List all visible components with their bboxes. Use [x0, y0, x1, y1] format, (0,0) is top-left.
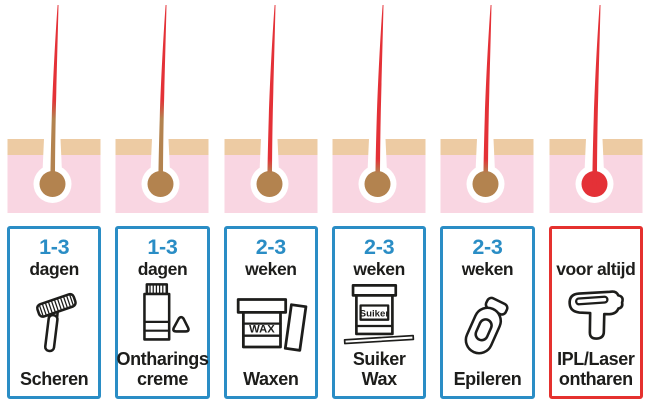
sugar-wax-jar-icon: Suiker — [342, 280, 416, 350]
hair-follicle-illustration-waxen — [224, 5, 318, 213]
label-line: Scheren — [20, 368, 89, 389]
duration-unit: weken — [461, 259, 514, 279]
label-line: Waxen — [243, 368, 299, 389]
method-box-ontharingscreme: 1-3 dagen Ontharings creme — [115, 226, 210, 399]
column-waxen: 2-3 weken WAX Waxen — [217, 0, 325, 407]
label-line: creme — [136, 368, 189, 389]
method-label-ipl-laser: IPL/Laser ontharen — [557, 349, 635, 389]
method-box-suikerwax: 2-3 weken Suiker Suiker Wax — [331, 226, 427, 399]
hair-follicle-illustration-epileren — [440, 5, 534, 213]
hair-follicle-illustration-scheren — [7, 5, 101, 213]
duration-value: 1-3 — [39, 235, 70, 259]
duration-unit: dagen — [137, 259, 188, 279]
column-suikerwax: 2-3 weken Suiker Suiker Wax — [325, 0, 433, 407]
hair-shaft — [266, 5, 276, 186]
method-label-ontharingscreme: Ontharings creme — [116, 349, 209, 389]
column-epileren: 2-3 weken Epileren — [433, 0, 541, 407]
label-line: Wax — [361, 368, 398, 389]
hair-shaft — [158, 5, 167, 186]
method-label-scheren: Scheren — [20, 368, 89, 390]
duration-unit: dagen — [29, 259, 79, 279]
duration-value: 2-3 — [472, 235, 503, 259]
method-box-epileren: 2-3 weken Epileren — [440, 226, 535, 399]
label-line: ontharen — [558, 368, 633, 389]
method-box-waxen: 2-3 weken WAX Waxen — [223, 226, 318, 399]
method-box-scheren: 1-3 dagen Scheren — [7, 226, 102, 399]
hair-shaft — [483, 5, 492, 186]
method-label-epileren: Epileren — [453, 368, 522, 390]
method-label-suikerwax: Suiker Wax — [352, 349, 406, 389]
duration-unit: weken — [245, 259, 297, 279]
duration-value: 1-3 — [147, 235, 178, 259]
hair-shaft — [375, 5, 384, 186]
label-line: IPL/Laser — [557, 349, 635, 369]
duration-unit: weken — [353, 259, 405, 279]
column-ipl-laser: voor altijd IPL/Laser ontharen — [542, 0, 650, 407]
hair-follicle-illustration-creme — [115, 5, 209, 213]
column-ontharingscreme: 1-3 dagen Ontharings creme — [108, 0, 216, 407]
hair-follicle-illustration-suikerwax — [332, 5, 426, 213]
cream-tube-icon — [130, 280, 194, 350]
hair-shaft — [50, 5, 59, 186]
label-line: Ontharings — [116, 349, 209, 369]
column-scheren: 1-3 dagen Scheren — [0, 0, 108, 407]
sugar-jar-label: Suiker — [360, 308, 390, 319]
method-box-ipl-laser: voor altijd IPL/Laser ontharen — [548, 226, 643, 399]
razor-icon — [26, 280, 82, 370]
duration-unit: voor altijd — [556, 259, 636, 279]
method-label-waxen: Waxen — [243, 368, 299, 390]
label-line: Epileren — [453, 368, 522, 389]
hair-shaft — [591, 5, 601, 186]
duration-value: 2-3 — [255, 235, 286, 259]
wax-jar-label: WAX — [249, 324, 275, 336]
epilator-icon — [459, 280, 515, 370]
duration-value: 2-3 — [364, 235, 395, 259]
hair-follicle-illustration-ipl — [549, 5, 643, 213]
wax-jar-icon: WAX — [233, 280, 309, 370]
ipl-device-icon — [563, 280, 629, 350]
label-line: Suiker — [352, 349, 406, 369]
